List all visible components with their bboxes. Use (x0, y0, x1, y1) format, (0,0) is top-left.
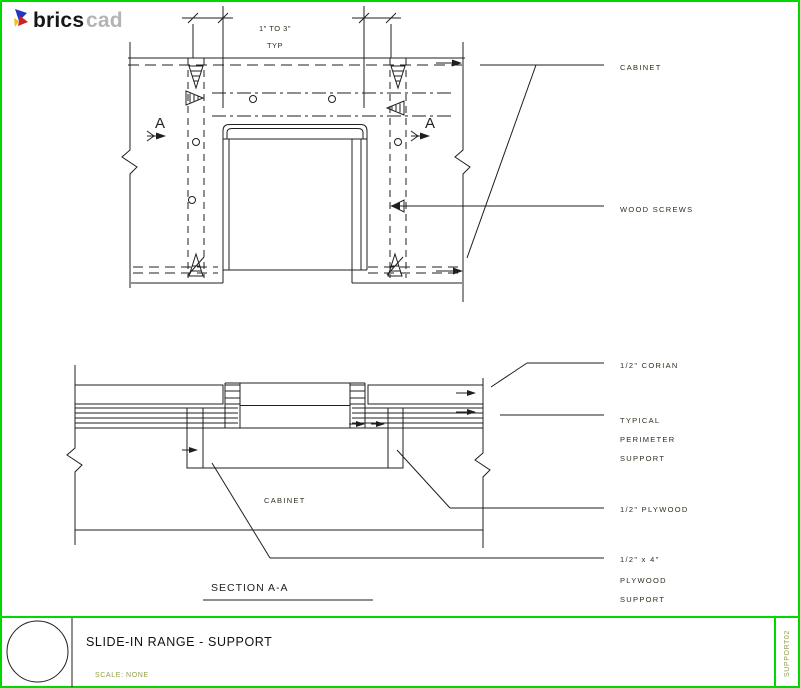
callout-wood-screws: WOOD SCREWS (620, 205, 693, 214)
callout-plywood-support-line2: PLYWOOD (620, 576, 667, 585)
section-marker-a-right: A (425, 115, 435, 132)
logo-text-brics: brics (33, 9, 84, 32)
sheet-title: SLIDE-IN RANGE - SUPPORT (86, 635, 272, 649)
screw-symbol-up-left (187, 252, 205, 277)
screw-symbol-side-right (385, 100, 405, 116)
screw-symbol-side-left (185, 90, 205, 106)
corian-slab-right (367, 384, 484, 405)
bricscad-logo: brics cad (14, 9, 123, 32)
logo-text-cad: cad (86, 9, 123, 32)
screw-hole (328, 95, 336, 103)
logo-mark-yellow (14, 18, 19, 27)
dimension-note: TYP (267, 41, 283, 50)
callout-cabinet-plan: CABINET (620, 63, 662, 72)
screw-symbol-down-left (188, 65, 204, 90)
logo-mark-blue (15, 9, 27, 21)
callout-typical-line1: TYPICAL (620, 416, 660, 425)
callout-plywood-support-line3: SUPPORT (620, 595, 665, 604)
logo-mark-red (18, 16, 28, 26)
range-outline (222, 124, 368, 270)
corian-slab-left (74, 384, 224, 405)
plywood-support-block-left (186, 407, 204, 469)
callout-plywood-support-line1: 1/2" x 4" (620, 555, 660, 564)
plywood-support-block-right (387, 407, 404, 469)
layer-arrow (371, 421, 385, 427)
plan-view-linework (121, 6, 471, 302)
layer-arrow (182, 447, 198, 453)
scale-note: SCALE: NONE (95, 672, 149, 679)
plan-view-leaders (390, 64, 604, 259)
callout-corian: 1/2" CORIAN (620, 361, 679, 370)
dashed-line-arrow (436, 59, 462, 67)
section-view-leaders (211, 362, 604, 559)
titleblock-logo-circle (6, 620, 69, 683)
section-caption: SECTION A-A (211, 582, 289, 594)
callout-typical-line3: SUPPORT (620, 454, 665, 463)
layer-arrow (456, 390, 476, 396)
bottom-edge-arrow (436, 267, 463, 275)
layer-arrow (349, 421, 365, 427)
sheet-code: SUPPORT02 (784, 630, 791, 677)
section-view-linework (66, 365, 491, 601)
section-cut-arrow-left (146, 130, 166, 142)
screw-hole (188, 196, 196, 204)
callout-typical-line2: PERIMETER (620, 435, 675, 444)
screw-hole (394, 138, 402, 146)
layer-arrow (456, 409, 476, 415)
screw-symbol-up-right (386, 252, 404, 277)
screw-hole (192, 138, 200, 146)
dimension-label: 1" TO 3" (259, 24, 291, 33)
section-marker-a-left: A (155, 115, 165, 132)
screw-symbol-down-right (390, 65, 406, 90)
title-block (6, 618, 73, 687)
screw-hole (249, 95, 257, 103)
section-cut-arrow-right (410, 130, 430, 142)
cabinet-label-section: CABINET (264, 496, 306, 505)
callout-plywood: 1/2" PLYWOOD (620, 505, 689, 514)
